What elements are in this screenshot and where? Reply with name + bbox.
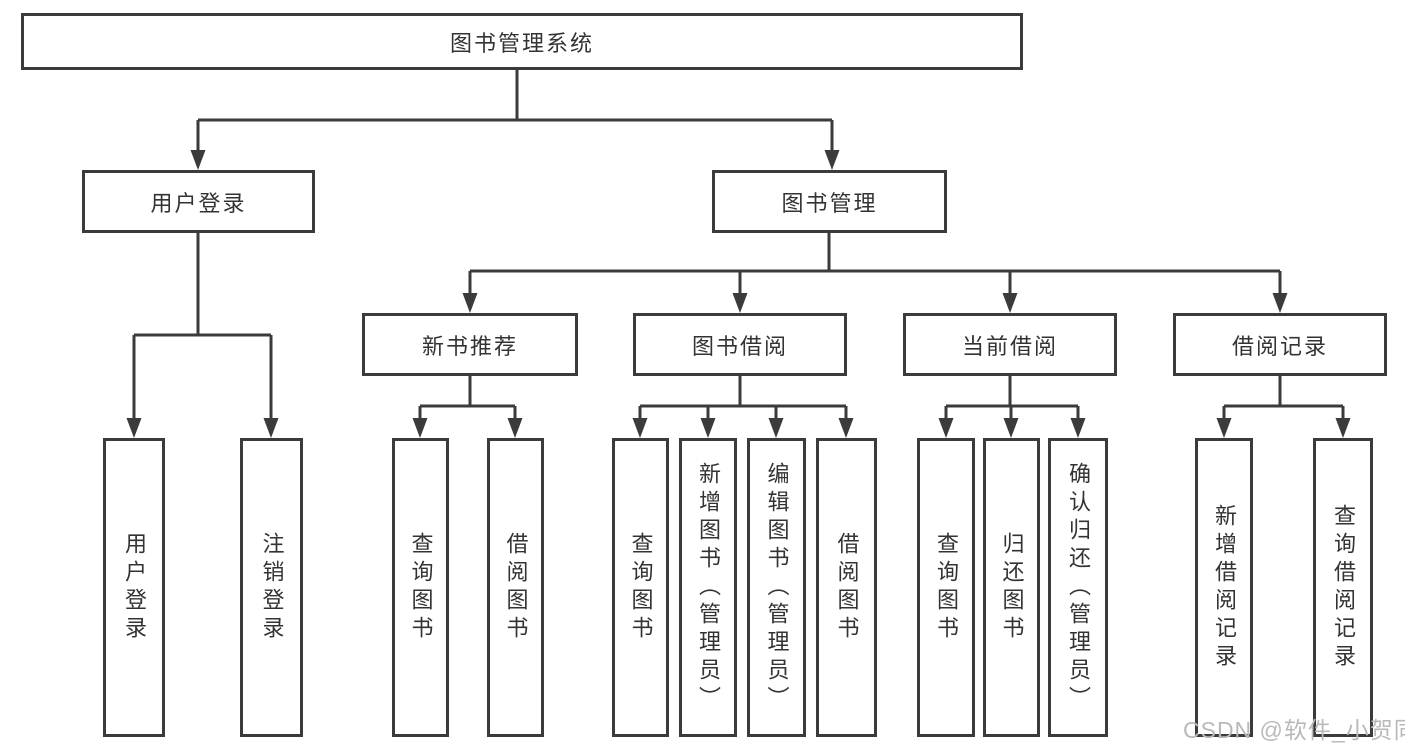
arrowhead — [824, 150, 840, 170]
leaf-user-login: 用户登录 — [103, 438, 165, 737]
leaf-return-book: 归还图书 — [983, 438, 1040, 737]
leaf-add-book-admin-label: 新增图书（管理员） — [696, 461, 721, 714]
arrowhead — [190, 150, 206, 170]
leaf-borrow-book-borrowing-label: 借阅图书 — [834, 531, 860, 644]
node-new-book-recommendation-label: 新书推荐 — [421, 333, 518, 359]
arrowhead — [263, 418, 279, 438]
csdn-watermark: CSDN @软件_小贺同学 — [1183, 717, 1405, 743]
node-book-management: 图书管理 — [712, 170, 947, 233]
leaf-add-borrowing-record: 新增借阅记录 — [1195, 438, 1253, 737]
arrowhead — [1272, 293, 1288, 313]
arrowhead — [700, 418, 716, 438]
leaf-user-login-label: 用户登录 — [122, 531, 147, 644]
leaf-query-book-current-label: 查询图书 — [934, 531, 959, 644]
arrowhead — [732, 293, 748, 313]
leaf-edit-book-admin-label: 编辑图书（管理员） — [764, 461, 790, 714]
arrowhead — [632, 418, 648, 438]
node-root-label: 图书管理系统 — [449, 30, 594, 56]
arrowhead — [412, 418, 428, 438]
arrowhead — [838, 418, 854, 438]
leaf-add-book-admin: 新增图书（管理员） — [679, 438, 737, 737]
node-current-borrowing: 当前借阅 — [903, 313, 1117, 376]
node-book-borrowing-label: 图书借阅 — [691, 333, 788, 359]
arrowhead — [1003, 418, 1019, 438]
node-borrowing-records-label: 借阅记录 — [1231, 333, 1328, 359]
leaf-query-book-recommendation-label: 查询图书 — [408, 531, 434, 644]
arrowhead — [1216, 418, 1232, 438]
leaf-borrow-book-recommendation: 借阅图书 — [487, 438, 544, 737]
arrowhead — [938, 418, 954, 438]
leaf-query-borrowing-record-label: 查询借阅记录 — [1331, 503, 1356, 672]
node-borrowing-records: 借阅记录 — [1173, 313, 1387, 376]
connector-book-management-to-level3 — [468, 233, 1282, 295]
connector-book-borrowing-to-leaves — [638, 376, 848, 420]
leaf-query-borrowing-record: 查询借阅记录 — [1313, 438, 1373, 737]
arrowhead — [1335, 418, 1351, 438]
node-user-login-label: 用户登录 — [150, 190, 247, 216]
arrowhead — [1002, 293, 1018, 313]
leaf-query-book-recommendation: 查询图书 — [392, 438, 449, 737]
leaf-logout-label: 注销登录 — [259, 531, 285, 644]
node-new-book-recommendation: 新书推荐 — [362, 313, 578, 376]
arrowhead — [1070, 418, 1086, 438]
leaf-logout: 注销登录 — [240, 438, 303, 737]
leaf-confirm-return-admin-label: 确认归还（管理员） — [1066, 461, 1091, 714]
node-book-borrowing: 图书借阅 — [633, 313, 847, 376]
leaf-return-book-label: 归还图书 — [999, 531, 1025, 644]
arrowhead — [768, 418, 784, 438]
connector-user-login-to-leaves — [132, 233, 273, 420]
arrowhead — [462, 293, 478, 313]
leaf-query-book-current: 查询图书 — [917, 438, 975, 737]
arrowhead — [126, 418, 142, 438]
leaf-edit-book-admin: 编辑图书（管理员） — [747, 438, 806, 737]
leaf-borrow-book-recommendation-label: 借阅图书 — [503, 531, 529, 644]
node-root-library-management-system: 图书管理系统 — [21, 13, 1023, 70]
connector-current-borrowing-to-leaves — [944, 376, 1080, 420]
leaf-borrow-book-borrowing: 借阅图书 — [816, 438, 877, 737]
connector-new-book-recommendation-to-leaves — [418, 376, 517, 420]
leaf-add-borrowing-record-label: 新增借阅记录 — [1212, 503, 1237, 672]
leaf-query-book-borrowing-label: 查询图书 — [628, 531, 654, 644]
connector-root-to-level2 — [196, 70, 834, 152]
node-book-management-label: 图书管理 — [781, 190, 878, 216]
leaf-query-book-borrowing: 查询图书 — [612, 438, 669, 737]
leaf-confirm-return-admin: 确认归还（管理员） — [1048, 438, 1108, 737]
arrowhead — [507, 418, 523, 438]
node-user-login: 用户登录 — [82, 170, 315, 233]
connector-borrowing-records-to-leaves — [1222, 376, 1345, 420]
node-current-borrowing-label: 当前借阅 — [961, 333, 1058, 359]
